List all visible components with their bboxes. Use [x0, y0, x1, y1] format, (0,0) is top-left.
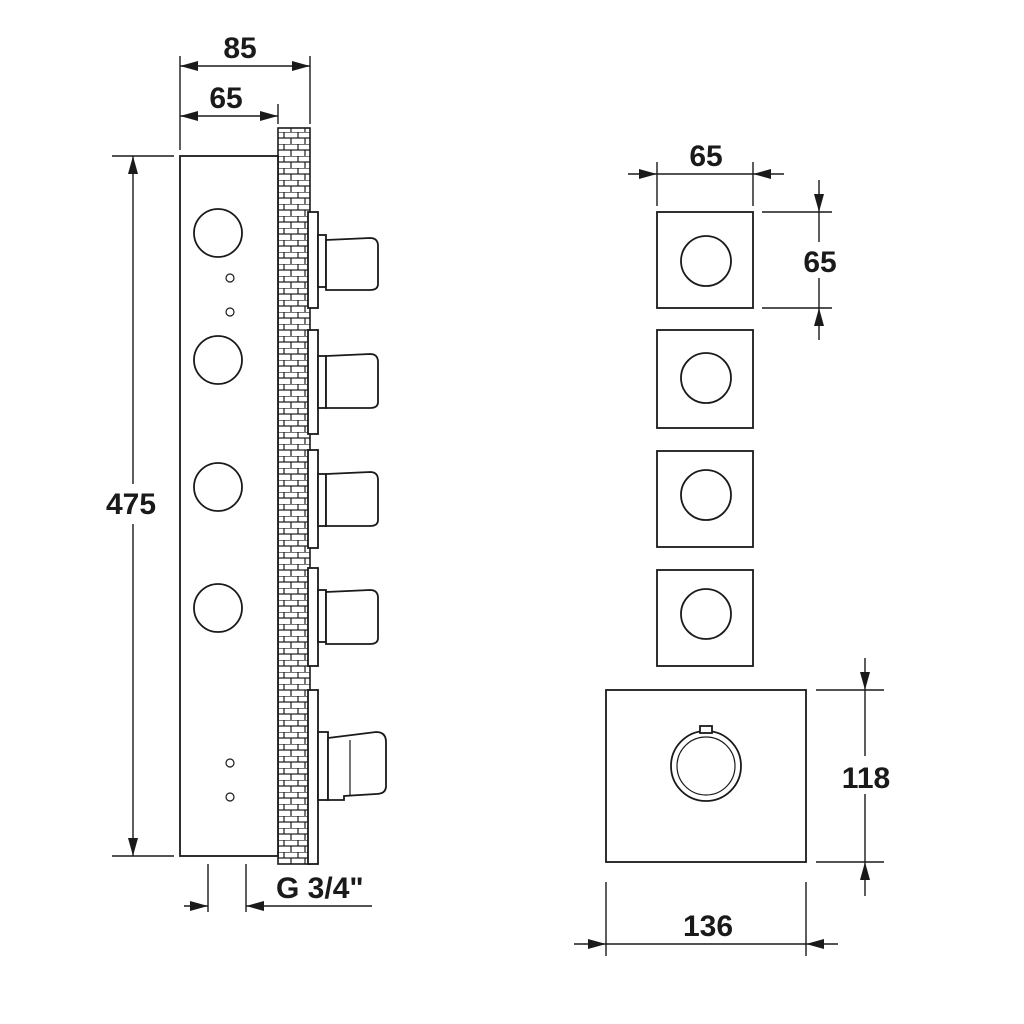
panel-screw: [225, 307, 235, 317]
dim-85-label: 85: [223, 32, 256, 65]
dim-65-width-label: 65: [689, 140, 722, 173]
front-plate-thermostatic: [605, 689, 807, 863]
panel-knob-4: [193, 583, 243, 633]
panel-knob-3: [193, 462, 243, 512]
dim-connection: G 3/4": [184, 864, 372, 912]
dim-small-plate-width: 65: [628, 140, 784, 206]
dim-side-height: 475: [100, 155, 174, 857]
dim-large-plate-height: 118: [816, 658, 896, 896]
panel-screw: [225, 792, 235, 802]
panel-knob-2: [193, 335, 243, 385]
dim-side-panel-width: 65: [180, 82, 279, 124]
dim-475-label: 475: [106, 488, 156, 521]
panel-screw: [225, 758, 235, 768]
dim-side-total-width: 85: [179, 32, 311, 150]
front-plate-3: [656, 450, 754, 548]
dim-136-label: 136: [683, 910, 733, 943]
side-view: 85 65 475 G 3/4": [100, 32, 387, 912]
dim-small-plate-height: 65: [762, 180, 846, 340]
side-handle-2: [307, 329, 379, 435]
side-handle-4: [307, 567, 379, 667]
front-plate-1: [656, 211, 754, 309]
side-handle-thermostatic: [307, 689, 387, 865]
side-handle-1: [307, 211, 379, 309]
dim-118-label: 118: [842, 762, 890, 795]
connection-label: G 3/4": [276, 872, 364, 905]
front-plate-2: [656, 329, 754, 429]
dim-65-side-label: 65: [209, 82, 242, 115]
dim-large-plate-width: 136: [574, 882, 838, 956]
panel-screw: [225, 273, 235, 283]
side-handle-3: [307, 449, 379, 549]
front-plate-4: [656, 569, 754, 667]
dim-65-height-label: 65: [803, 246, 836, 279]
panel-knob-1: [193, 208, 243, 258]
front-view: 65 65 118 136: [574, 140, 896, 956]
wall-hatch: [277, 127, 311, 865]
